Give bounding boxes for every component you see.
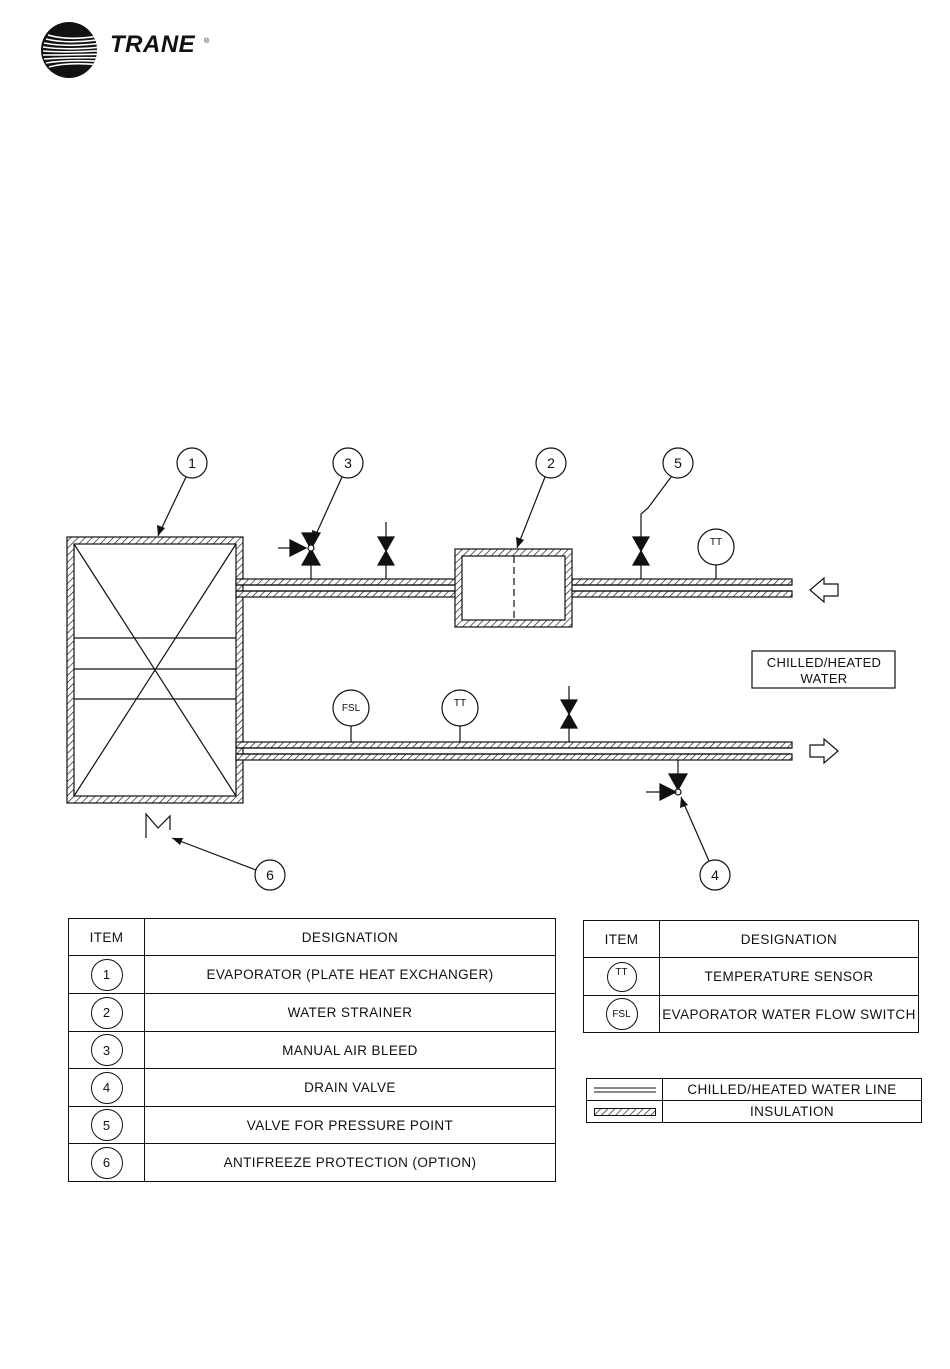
designation-cell: EVAPORATOR WATER FLOW SWITCH (659, 995, 919, 1033)
line-sample-cell (586, 1100, 663, 1123)
designation-cell: DRAIN VALVE (144, 1068, 556, 1107)
table-row: 3 MANUAL AIR BLEED (68, 1031, 556, 1069)
outlet-pipe (235, 741, 793, 761)
callout-6-bubble (254, 859, 286, 891)
item-badge: 5 (90, 1109, 123, 1141)
tt-symbol-badge: TT (606, 961, 637, 992)
callout-5-bubble (662, 447, 694, 479)
table-row: CHILLED/HEATED WATER LINE (586, 1078, 922, 1101)
flow-label-box (751, 650, 896, 689)
fsl-label: FSL (342, 703, 361, 714)
table-header-row: ITEM DESIGNATION (583, 920, 919, 958)
brand-name: TRANE (110, 31, 196, 58)
leader-lines (157, 476, 710, 871)
table-row: INSULATION (586, 1100, 922, 1123)
fsl-symbol-badge: FSL (605, 998, 638, 1030)
trane-logo-emblem-icon (41, 22, 97, 78)
flow-out-arrow-icon (809, 737, 839, 765)
item-badge: 6 (90, 1146, 123, 1179)
tt-inlet-label: TT (710, 537, 722, 548)
trane-logo (40, 22, 230, 82)
designation-cell: VALVE FOR PRESSURE POINT (144, 1106, 556, 1144)
line-sample-cell (586, 1078, 663, 1101)
drain-valve (646, 760, 689, 801)
item-badge: 4 (90, 1071, 123, 1104)
tt-outlet-label: TT (454, 698, 466, 709)
item-badge: 3 (90, 1034, 123, 1066)
item-badge: 2 (90, 996, 123, 1029)
evaporator-plate-heat-exchanger (66, 536, 244, 804)
registered-mark: ® (204, 38, 210, 45)
designation-cell: INSULATION (662, 1100, 922, 1123)
table-row: 5 VALVE FOR PRESSURE POINT (68, 1106, 556, 1144)
table-row: 1 EVAPORATOR (PLATE HEAT EXCHANGER) (68, 955, 556, 994)
leader-arrowheads (157, 525, 688, 845)
temperature-sensor-inlet (697, 528, 735, 579)
callout-3-number: 3 (344, 455, 352, 471)
vent-valve-inlet (376, 522, 396, 579)
column-header-designation: DESIGNATION (659, 920, 919, 958)
flow-label-line1: CHILLED/HEATED (767, 655, 881, 670)
designation-cell: EVAPORATOR (PLATE HEAT EXCHANGER) (144, 955, 556, 994)
vent-valve-outlet (559, 686, 579, 742)
callout-1-number: 1 (188, 455, 196, 471)
table-row: TT TEMPERATURE SENSOR (583, 957, 919, 996)
temperature-sensor-outlet (441, 689, 479, 742)
double-line-sample-icon (593, 1087, 656, 1092)
items-legend-table: ITEM DESIGNATION 1 EVAPORATOR (PLATE HEA… (68, 918, 556, 1182)
line-types-legend-table: CHILLED/HEATED WATER LINE INSULATION (586, 1078, 922, 1123)
symbols-legend-table: ITEM DESIGNATION TT TEMPERATURE SENSOR F… (583, 920, 919, 1033)
designation-cell: ANTIFREEZE PROTECTION (OPTION) (144, 1143, 556, 1182)
designation-cell: TEMPERATURE SENSOR (659, 957, 919, 996)
manual-air-bleed-valve (278, 532, 322, 579)
water-strainer (454, 548, 573, 628)
flow-label-line2: WATER (801, 671, 848, 686)
pressure-point-valve (631, 530, 651, 579)
antifreeze-protection-symbol (145, 812, 171, 838)
table-row: FSL EVAPORATOR WATER FLOW SWITCH (583, 995, 919, 1033)
flow-in-arrow-icon (809, 576, 839, 604)
table-header-row: ITEM DESIGNATION (68, 918, 556, 956)
callout-6-number: 6 (266, 867, 274, 883)
designation-cell: CHILLED/HEATED WATER LINE (662, 1078, 922, 1101)
callout-3-bubble (332, 447, 364, 479)
column-header-designation: DESIGNATION (144, 918, 556, 956)
column-header-item: ITEM (583, 920, 660, 958)
table-row: 4 DRAIN VALVE (68, 1068, 556, 1107)
callout-2-number: 2 (547, 455, 555, 471)
designation-cell: WATER STRAINER (144, 993, 556, 1032)
water-circuit-diagram: 1 2 3 4 5 6 TT TT FSL CHILLED/HEATED WAT… (66, 447, 896, 891)
callout-5-number: 5 (674, 455, 682, 471)
callout-4-bubble (699, 859, 731, 891)
designation-cell: MANUAL AIR BLEED (144, 1031, 556, 1069)
callout-4-number: 4 (711, 867, 719, 883)
table-row: 6 ANTIFREEZE PROTECTION (OPTION) (68, 1143, 556, 1182)
column-header-item: ITEM (68, 918, 145, 956)
item-badge: 1 (90, 958, 123, 991)
table-row: 2 WATER STRAINER (68, 993, 556, 1032)
callout-2-bubble (535, 447, 567, 479)
insulation-hatch-sample-icon (593, 1107, 656, 1116)
flow-switch (332, 689, 370, 742)
callout-1-bubble (176, 447, 208, 479)
